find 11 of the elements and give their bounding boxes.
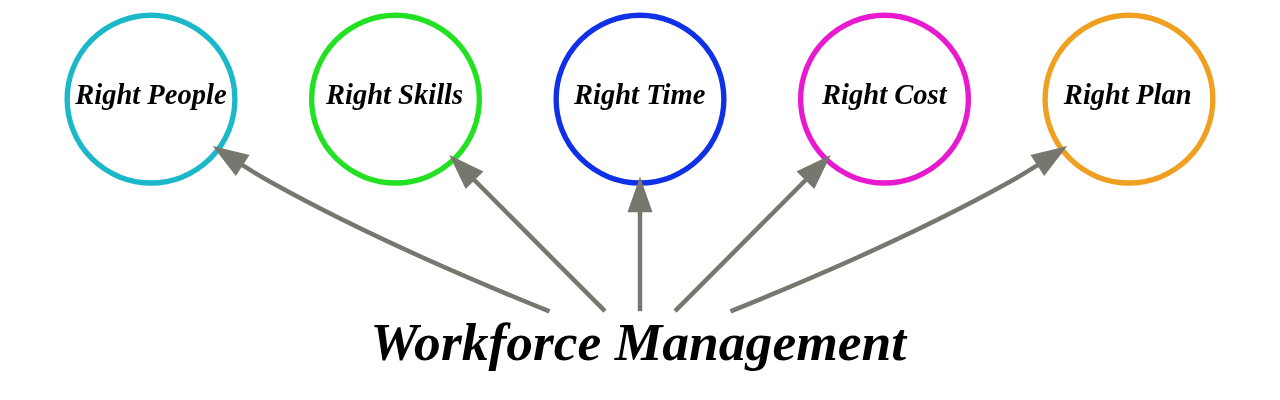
node-circle: Right Skills: [308, 12, 483, 186]
node-circle: Right People: [64, 12, 238, 186]
node-circle: Right Plan: [1042, 12, 1216, 186]
node-circle: Right Time: [553, 12, 727, 186]
arrow: [627, 176, 653, 312]
arrow: [212, 145, 551, 314]
arrow: [729, 145, 1068, 314]
node-circle: Right Cost: [797, 12, 972, 186]
arrow: [673, 154, 831, 313]
node-text: Workforce Management: [370, 311, 907, 372]
arrow: [449, 154, 607, 313]
